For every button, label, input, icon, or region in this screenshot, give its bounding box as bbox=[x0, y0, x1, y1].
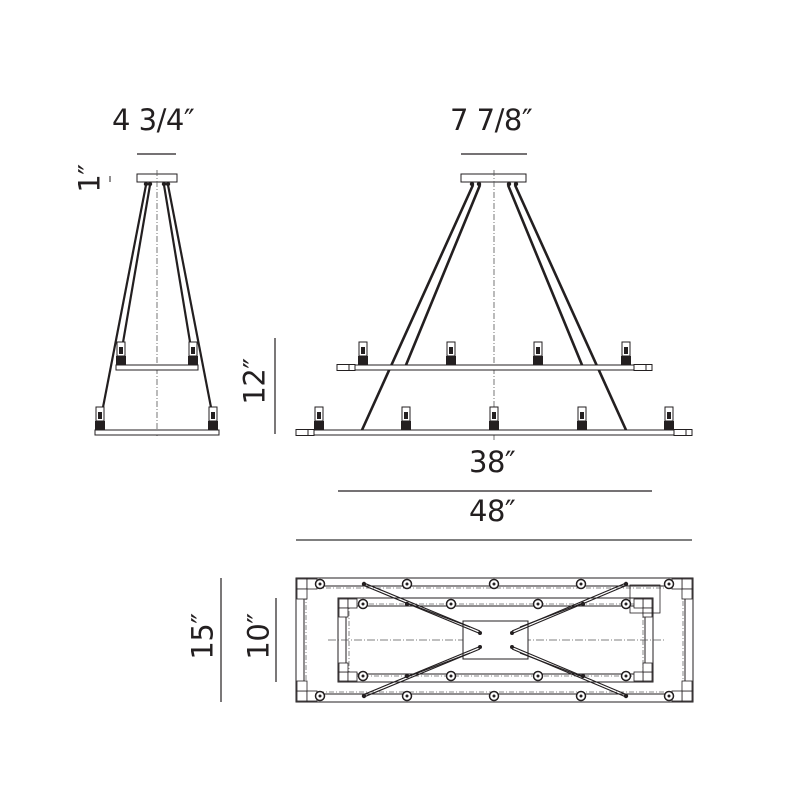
front-canopy bbox=[460, 173, 527, 183]
front-lower-tier bbox=[295, 429, 693, 436]
side-lower-tier bbox=[94, 429, 220, 436]
front-upper-tier bbox=[336, 364, 653, 371]
upper-tier-length-label: 38″ bbox=[469, 445, 516, 479]
side-view bbox=[94, 153, 220, 436]
lower-tier-length-label: 48″ bbox=[469, 494, 516, 528]
front-support-rods bbox=[360, 184, 628, 431]
side-upper-tier bbox=[115, 364, 199, 371]
canopy-outline-detail bbox=[629, 584, 661, 614]
front-view bbox=[274, 153, 693, 541]
side-support-rods bbox=[97, 184, 217, 429]
top-canopy bbox=[462, 620, 529, 660]
front-canopy-width-label: 7 7/8″ bbox=[450, 103, 533, 137]
top-view bbox=[220, 577, 694, 703]
corner-brackets bbox=[296, 578, 693, 702]
top-support-rods bbox=[363, 582, 627, 698]
side-canopy-width-label: 4 3/4″ bbox=[112, 103, 195, 137]
